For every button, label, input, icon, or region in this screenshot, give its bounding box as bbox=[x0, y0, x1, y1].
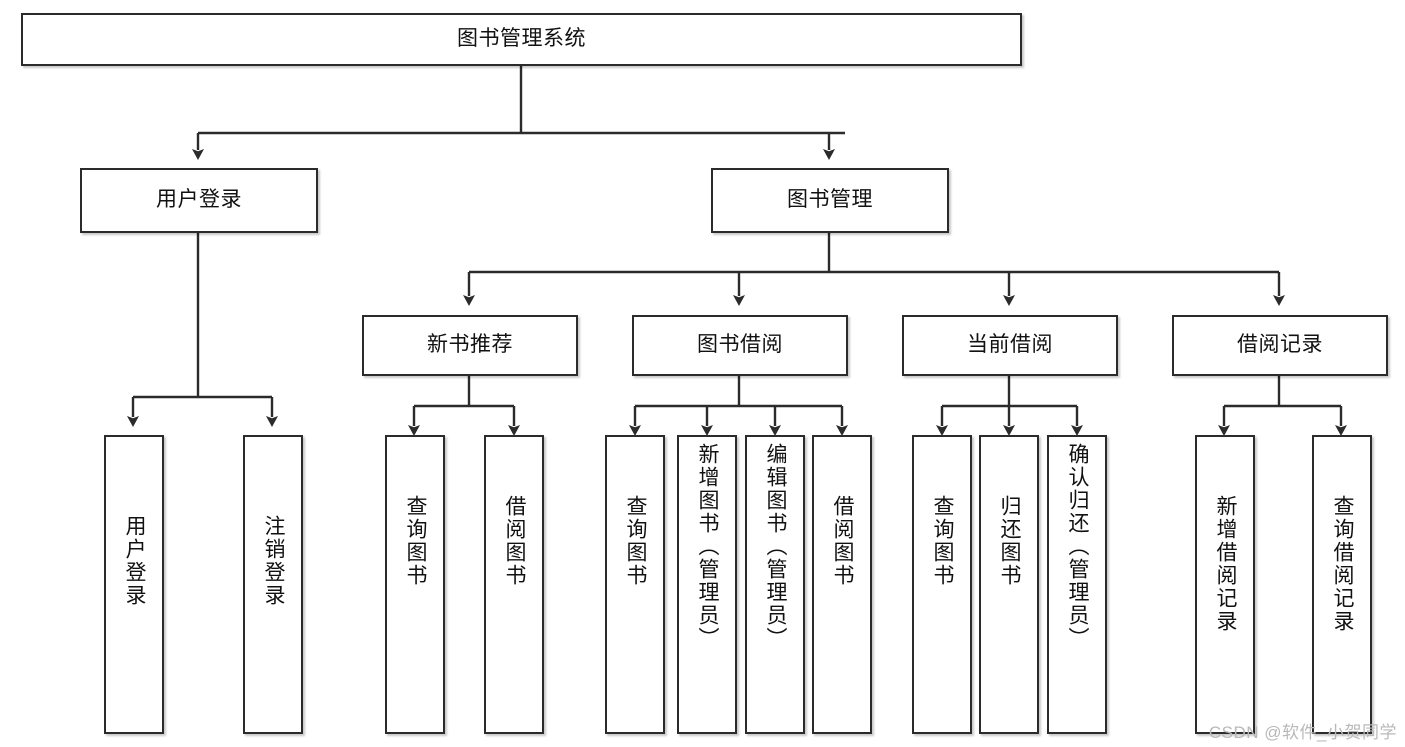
leaf-user-login-label: 用户登录 bbox=[123, 515, 147, 607]
leaf-bb-edit-book[interactable]: 编辑图书（管理员） bbox=[745, 435, 805, 734]
leaf-logout-label: 注销登录 bbox=[262, 515, 286, 607]
leaf-bb-borrow-book-label: 借阅图书 bbox=[831, 495, 855, 587]
node-current-borrow-label: 当前借阅 bbox=[967, 333, 1053, 357]
leaf-br-query-record-label: 查询借阅记录 bbox=[1331, 495, 1355, 633]
leaf-cb-query-book-label: 查询图书 bbox=[931, 495, 955, 587]
leaf-bb-add-book-label: 新增图书（管理员） bbox=[696, 443, 720, 650]
leaf-bb-add-book[interactable]: 新增图书（管理员） bbox=[677, 435, 737, 734]
watermark-text: CSDN @软件_小贺同学 bbox=[1208, 723, 1397, 742]
leaf-cb-return-book-label: 归还图书 bbox=[998, 495, 1022, 587]
node-borrow-record-label: 借阅记录 bbox=[1237, 333, 1323, 357]
node-book-borrow-label: 图书借阅 bbox=[697, 333, 783, 357]
node-root-label: 图书管理系统 bbox=[457, 27, 586, 51]
leaf-br-add-record[interactable]: 新增借阅记录 bbox=[1195, 435, 1255, 734]
leaf-logout[interactable]: 注销登录 bbox=[243, 435, 303, 734]
leaf-nb-borrow-book[interactable]: 借阅图书 bbox=[484, 435, 544, 734]
node-book-borrow[interactable]: 图书借阅 bbox=[632, 315, 848, 376]
leaf-bb-borrow-book[interactable]: 借阅图书 bbox=[812, 435, 872, 734]
leaf-cb-return-book[interactable]: 归还图书 bbox=[979, 435, 1039, 734]
leaf-nb-borrow-book-label: 借阅图书 bbox=[503, 495, 527, 587]
leaf-nb-query-book[interactable]: 查询图书 bbox=[385, 435, 445, 734]
leaf-cb-query-book[interactable]: 查询图书 bbox=[912, 435, 972, 734]
leaf-bb-edit-book-label: 编辑图书（管理员） bbox=[764, 443, 788, 650]
node-user-login[interactable]: 用户登录 bbox=[80, 168, 318, 233]
leaf-br-add-record-label: 新增借阅记录 bbox=[1214, 495, 1238, 633]
node-root[interactable]: 图书管理系统 bbox=[21, 13, 1022, 66]
node-borrow-record[interactable]: 借阅记录 bbox=[1172, 315, 1388, 376]
node-new-book-recommend[interactable]: 新书推荐 bbox=[362, 315, 578, 376]
node-current-borrow[interactable]: 当前借阅 bbox=[902, 315, 1118, 376]
leaf-cb-confirm-return[interactable]: 确认归还（管理员） bbox=[1047, 435, 1107, 734]
leaf-br-query-record[interactable]: 查询借阅记录 bbox=[1312, 435, 1372, 734]
node-user-login-label: 用户登录 bbox=[156, 188, 242, 212]
leaf-bb-query-book[interactable]: 查询图书 bbox=[605, 435, 665, 734]
leaf-nb-query-book-label: 查询图书 bbox=[404, 495, 428, 587]
node-new-book-recommend-label: 新书推荐 bbox=[427, 333, 513, 357]
node-book-management-label: 图书管理 bbox=[787, 188, 873, 212]
leaf-user-login[interactable]: 用户登录 bbox=[104, 435, 164, 734]
leaf-cb-confirm-return-label: 确认归还（管理员） bbox=[1066, 443, 1090, 650]
leaf-bb-query-book-label: 查询图书 bbox=[624, 495, 648, 587]
node-book-management[interactable]: 图书管理 bbox=[711, 168, 949, 233]
